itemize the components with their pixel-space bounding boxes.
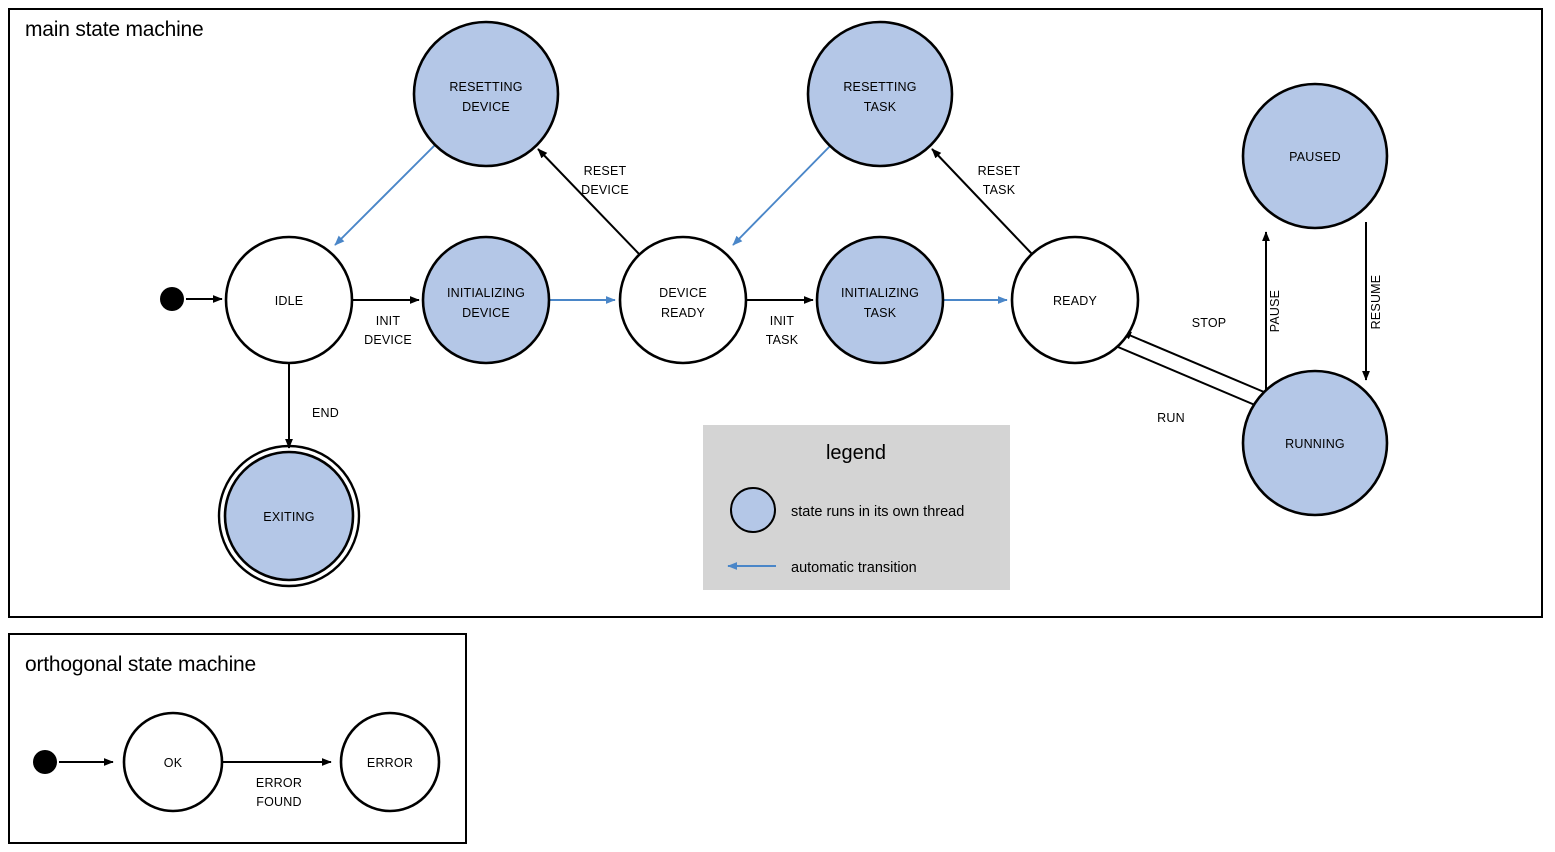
- state-paused[interactable]: PAUSED: [1241, 82, 1389, 230]
- state-resetting-task[interactable]: RESETTING TASK: [806, 20, 954, 168]
- state-running-shape[interactable]: [1241, 369, 1389, 517]
- state-initializing-device[interactable]: INITIALIZING DEVICE: [421, 235, 551, 365]
- state-paused-shape[interactable]: [1241, 82, 1389, 230]
- main-frame-title: main state machine: [25, 18, 204, 41]
- state-ok-shape[interactable]: [122, 711, 224, 813]
- state-initializing-task-label-line2: TASK: [864, 306, 897, 320]
- state-running[interactable]: RUNNING: [1241, 369, 1389, 517]
- legend-auto-transition-text: automatic transition: [791, 560, 917, 576]
- state-resetting-device-label-line1: RESETTING: [449, 80, 522, 94]
- state-ok-label: OK: [164, 756, 183, 770]
- state-exiting-shape[interactable]: [223, 450, 355, 582]
- main-transitions: INIT DEVICE END RESET DEVICE INIT TASK: [186, 142, 1383, 449]
- state-initializing-device-label-line2: DEVICE: [462, 306, 510, 320]
- state-resetting-device[interactable]: RESETTING DEVICE: [412, 20, 560, 168]
- edge-label-init-task-line1: INIT: [770, 314, 795, 328]
- edge-label-end: END: [312, 406, 339, 420]
- edge-label-reset-task-line1: RESET: [978, 164, 1021, 178]
- legend-thread-state-icon: [730, 487, 776, 533]
- transition-resetting-task-to-device-ready: [732, 142, 834, 246]
- transition-ready-to-running: [1117, 346, 1263, 409]
- edge-label-reset-device-line2: DEVICE: [581, 183, 629, 197]
- state-resetting-task-shape[interactable]: [806, 20, 954, 168]
- state-ready-label: READY: [1053, 294, 1098, 308]
- edge-label-init-task-line2: TASK: [766, 333, 799, 347]
- state-paused-label: PAUSED: [1289, 150, 1341, 164]
- state-ready-shape[interactable]: [1010, 235, 1140, 365]
- edge-label-reset-task-line2: TASK: [983, 183, 1016, 197]
- edge-label-error-found-line2: FOUND: [256, 795, 301, 809]
- orthogonal-state-machine-frame: orthogonal state machine ERROR FOUND OK …: [8, 633, 467, 844]
- transition-ready-to-resetting-task: [931, 148, 1033, 255]
- state-error-shape[interactable]: [339, 711, 441, 813]
- state-initializing-task[interactable]: INITIALIZING TASK: [815, 235, 945, 365]
- state-initializing-device-shape[interactable]: [421, 235, 551, 365]
- legend-thread-state-text: state runs in its own thread: [791, 504, 964, 520]
- state-ok[interactable]: OK: [122, 711, 224, 813]
- state-idle-shape[interactable]: [224, 235, 354, 365]
- transition-device-ready-to-resetting-device: [537, 148, 641, 256]
- state-ready[interactable]: READY: [1010, 235, 1140, 365]
- initial-state-marker: [160, 287, 184, 311]
- edge-label-error-found-line1: ERROR: [256, 776, 302, 790]
- edge-label-init-device-line2: DEVICE: [364, 333, 412, 347]
- orthogonal-initial-state-marker: [33, 750, 57, 774]
- state-exiting-outer-ring: [217, 444, 361, 588]
- transition-running-to-ready: [1121, 331, 1265, 393]
- orthogonal-frame-title: orthogonal state machine: [25, 653, 256, 676]
- state-exiting-label: EXITING: [263, 510, 314, 524]
- state-idle-label: IDLE: [275, 294, 304, 308]
- state-device-ready-label-line2: READY: [661, 306, 706, 320]
- edge-label-pause: PAUSE: [1268, 290, 1282, 332]
- edge-label-init-device-line1: INIT: [376, 314, 401, 328]
- state-error-label: ERROR: [367, 756, 413, 770]
- state-resetting-device-shape[interactable]: [412, 20, 560, 168]
- edge-label-reset-device-line1: RESET: [584, 164, 627, 178]
- state-exiting[interactable]: EXITING: [217, 444, 361, 588]
- legend: legend state runs in its own thread auto…: [703, 425, 1010, 590]
- state-initializing-task-shape[interactable]: [815, 235, 945, 365]
- state-device-ready-shape[interactable]: [618, 235, 748, 365]
- state-running-label: RUNNING: [1285, 437, 1345, 451]
- main-states: IDLE RESETTING DEVICE INITIALIZING DEVIC…: [160, 20, 1389, 588]
- state-resetting-task-label-line2: TASK: [864, 100, 897, 114]
- state-initializing-task-label-line1: INITIALIZING: [841, 286, 919, 300]
- state-device-ready[interactable]: DEVICE READY: [618, 235, 748, 365]
- edge-label-stop: STOP: [1192, 316, 1227, 330]
- state-resetting-task-label-line1: RESETTING: [843, 80, 916, 94]
- state-initializing-device-label-line1: INITIALIZING: [447, 286, 525, 300]
- edge-label-resume: RESUME: [1369, 275, 1383, 330]
- edge-label-run: RUN: [1157, 411, 1185, 425]
- legend-title: legend: [826, 442, 886, 464]
- state-resetting-device-label-line2: DEVICE: [462, 100, 510, 114]
- state-error[interactable]: ERROR: [339, 711, 441, 813]
- transition-resetting-device-to-idle: [334, 144, 436, 246]
- state-device-ready-label-line1: DEVICE: [659, 286, 707, 300]
- state-idle[interactable]: IDLE: [224, 235, 354, 365]
